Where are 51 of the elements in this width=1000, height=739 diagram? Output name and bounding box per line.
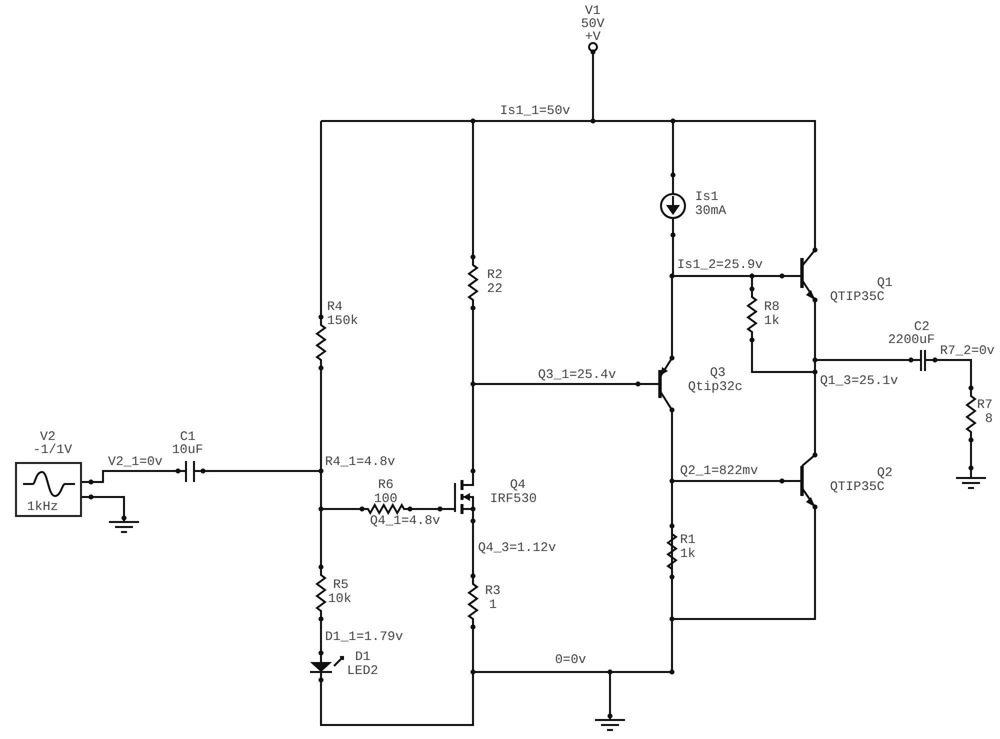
component-value: 1k [680,547,696,561]
source-amplitude: -1/1V [33,443,72,457]
node-voltage-label: Q4_3=1.12v [478,541,556,555]
node-voltage-label: Q4_1=4.8v [370,514,440,528]
component-name: C2 [914,320,930,334]
node-voltage-label: Q2_1=822mv [680,464,758,478]
component-value: 30mA [695,204,726,218]
node-voltage-label: D1_1=1.79v [325,630,404,644]
component-value: LED2 [347,664,378,678]
node-voltage-label: Q1_3=25.1v [820,374,898,388]
node-voltage-label: V2_1=0v [108,455,163,469]
component-value: 10uF [172,443,204,457]
node-voltage-label: Is1_2=25.9v [677,258,763,272]
component-value: 8 [985,412,993,426]
component-value: QTIP35C [830,290,885,304]
node-voltage-label: 0=0v [555,653,586,667]
component-name: R1 [680,533,696,547]
component-name: R2 [487,268,503,282]
component-name: Q4 [510,478,526,492]
component-name: R5 [333,578,349,592]
component-value: 150k [327,314,358,328]
component-name: R8 [764,300,780,314]
component-name: Q2 [877,466,893,480]
node-voltage-label: Is1_1=50v [500,104,570,118]
component-value: 10k [328,592,352,606]
node-voltage-label: R7_2=0v [940,344,995,358]
node-voltage-label: R4_1=4.8v [325,455,396,469]
component-value: 1k [764,314,780,328]
component-name: Is1 [695,190,718,204]
component-name: D1 [355,650,371,664]
component-value: 100 [374,492,398,506]
component-name: Q1 [877,276,893,290]
node-voltage-label: Q3_1=25.4v [538,368,616,382]
component-name: Q3 [710,366,726,380]
component-value: 22 [487,282,503,296]
source-name: V2 [40,430,56,444]
component-name: R4 [327,300,343,314]
frequency-label: 1kHz [27,500,58,514]
component-value: 50V [581,17,604,31]
component-value: +V [585,30,601,44]
component-value: QTIP35C [830,480,885,494]
component-name: R3 [485,584,501,598]
component-name: C1 [180,430,196,444]
component-name: R7 [977,398,993,412]
component-name: V1 [585,4,601,18]
component-value: IRF530 [490,492,537,506]
component-value: Qtip32c [688,380,743,394]
component-value: 1 [489,598,497,612]
component-value: 2200uF [888,333,935,347]
signal-source-box [15,462,82,517]
component-name: R6 [378,478,394,492]
